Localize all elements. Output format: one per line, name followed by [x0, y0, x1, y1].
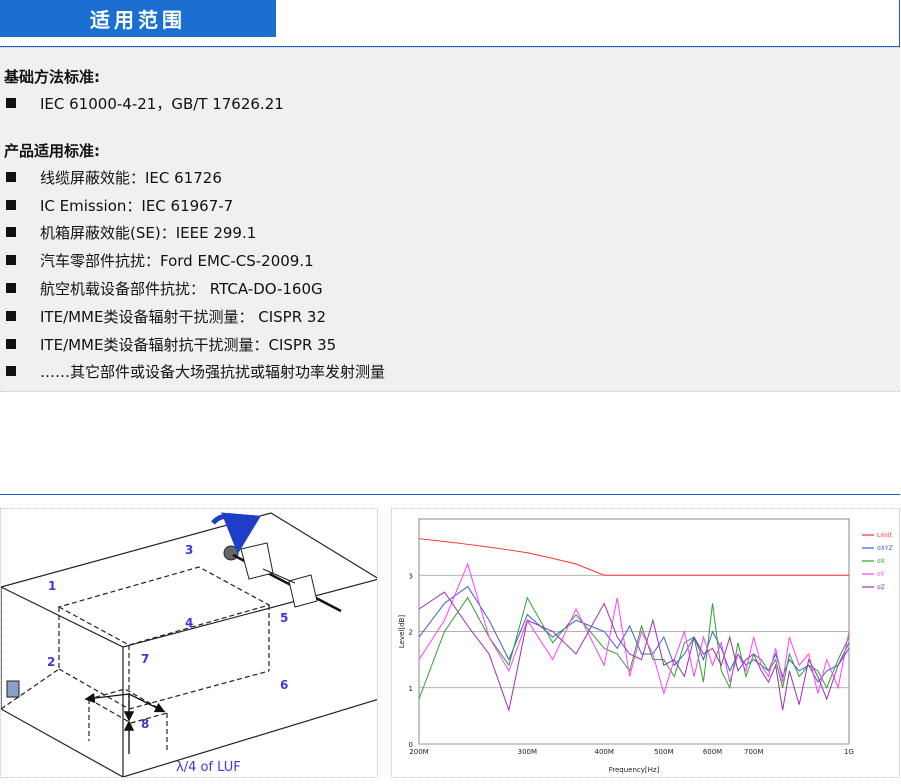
uniformity-chart-svg: 0 1 2 3 200M 300M 400M 500M 600M 700M 1G Frequency[…	[398, 518, 893, 774]
rotation-arrow-icon	[211, 512, 261, 554]
bullet-square-icon	[6, 339, 16, 349]
x-tick-label: 400M	[594, 748, 613, 756]
bullet-square-icon	[6, 366, 16, 376]
chamber-diagram-svg: 1 2 3 4 5 6 7 8 λ/4 of LUF	[0, 512, 381, 778]
figure-divider	[0, 494, 900, 495]
uniformity-chart: 0 1 2 3 200M 300M 400M 500M 600M 700M 1G Frequency[…	[391, 508, 900, 778]
product-standards-title: 产品适用标准:	[4, 142, 100, 160]
header-divider	[0, 46, 900, 47]
series-line-0	[418, 538, 849, 576]
bullet-square-icon	[6, 200, 16, 210]
basic-standards-title: 基础方法标准:	[4, 68, 100, 86]
bullet-square-icon	[6, 227, 16, 237]
series-line-4	[418, 591, 850, 713]
list-item: ……其它部件或设备大场强抗扰或辐射功率发射测量	[6, 361, 385, 382]
legend-entry: σXYZ	[877, 545, 893, 552]
x-tick-label: 600M	[703, 748, 722, 756]
legend-entry: σY	[877, 571, 885, 578]
list-item: 线缆屏蔽效能：IEC 61726	[6, 167, 222, 188]
legend-entry: σZ	[877, 584, 885, 591]
legend-entry: Limit	[877, 532, 893, 539]
diagram-label: 8	[141, 717, 149, 731]
x-tick-label: 700M	[744, 748, 763, 756]
standards-panel: 基础方法标准: IEC 61000-4-21，GB/T 17626.21 产品适…	[0, 47, 900, 392]
diagram-label: 5	[280, 611, 288, 625]
diagram-label: 6	[280, 678, 288, 692]
list-item: IC Emission：IEC 61967-7	[6, 195, 233, 216]
list-item: IEC 61000-4-21，GB/T 17626.21	[6, 93, 284, 114]
y-tick-label: 2	[409, 629, 413, 637]
chamber-diagram: 1 2 3 4 5 6 7 8 λ/4 of LUF	[0, 508, 381, 778]
list-item: 机箱屏蔽效能(SE)：IEEE 299.1	[6, 222, 256, 243]
diagram-label: 1	[48, 579, 56, 593]
list-item: ITE/MME类设备辐射抗干扰测量：CISPR 35	[6, 334, 336, 355]
y-tick-label: 0	[409, 741, 413, 749]
y-axis-label: Level[dB]	[398, 615, 406, 648]
header-divider-vertical	[899, 0, 900, 47]
series-line-1	[418, 585, 850, 684]
bullet-square-icon	[6, 172, 16, 182]
list-item: 汽车零部件抗扰：Ford EMC-CS-2009.1	[6, 250, 314, 271]
x-tick-label: 300M	[518, 748, 537, 756]
diagram-label: 2	[47, 655, 55, 669]
list-item: 航空机载设备部件抗扰： RTCA-DO-160G	[6, 278, 323, 299]
port-icon	[6, 680, 20, 698]
diagram-label: 7	[141, 652, 149, 666]
x-axis-label: Frequency[Hz]	[609, 766, 660, 774]
series-line-3	[418, 562, 850, 696]
bullet-square-icon	[6, 311, 16, 321]
bullet-square-icon	[6, 98, 16, 108]
x-tick-label: 500M	[654, 748, 673, 756]
distance-arrows	[84, 692, 166, 754]
stirrer-icon	[223, 542, 342, 613]
diagram-label: 4	[185, 616, 193, 630]
bullet-square-icon	[6, 283, 16, 293]
y-tick-label: 1	[409, 685, 413, 693]
list-item: ITE/MME类设备辐射干扰测量： CISPR 32	[6, 306, 326, 327]
x-tick-label: 1G	[844, 748, 854, 756]
section-title: 适用范围	[0, 0, 276, 37]
diagram-caption: λ/4 of LUF	[176, 760, 241, 775]
legend-entry: σX	[877, 558, 885, 565]
diagram-label: 3	[185, 543, 193, 557]
y-tick-label: 3	[409, 572, 413, 580]
x-tick-label: 200M	[409, 748, 428, 756]
bullet-square-icon	[6, 255, 16, 265]
working-volume-box	[0, 566, 271, 753]
